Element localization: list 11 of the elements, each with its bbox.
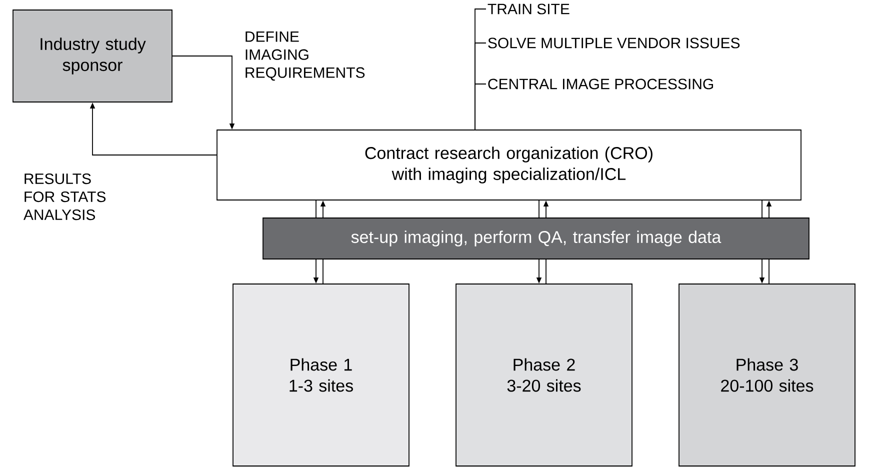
task-band: set-up imaging, perform QA, transfer image data xyxy=(262,218,810,260)
phase-box: Phase 3 20-100 sites xyxy=(678,284,856,466)
task-label: SOLVE MULTIPLE VENDOR ISSUES xyxy=(488,38,740,48)
organization-box: Contract research organization (CRO) with imaging specialization/ICL xyxy=(216,130,802,200)
edge-label: DEFINE IMAGING REQUIREMENTS xyxy=(243,30,370,82)
phase-box: Phase 2 3-20 sites xyxy=(456,284,632,466)
sponsor-box: Industry study sponsor xyxy=(12,10,172,102)
edge-label: RESULTS FOR STATS ANALYSIS xyxy=(22,172,120,222)
task-label: CENTRAL IMAGE PROCESSING xyxy=(488,78,714,90)
phase-box: Phase 1 1-3 sites xyxy=(232,284,410,466)
task-label: TRAIN SITE xyxy=(488,4,570,14)
